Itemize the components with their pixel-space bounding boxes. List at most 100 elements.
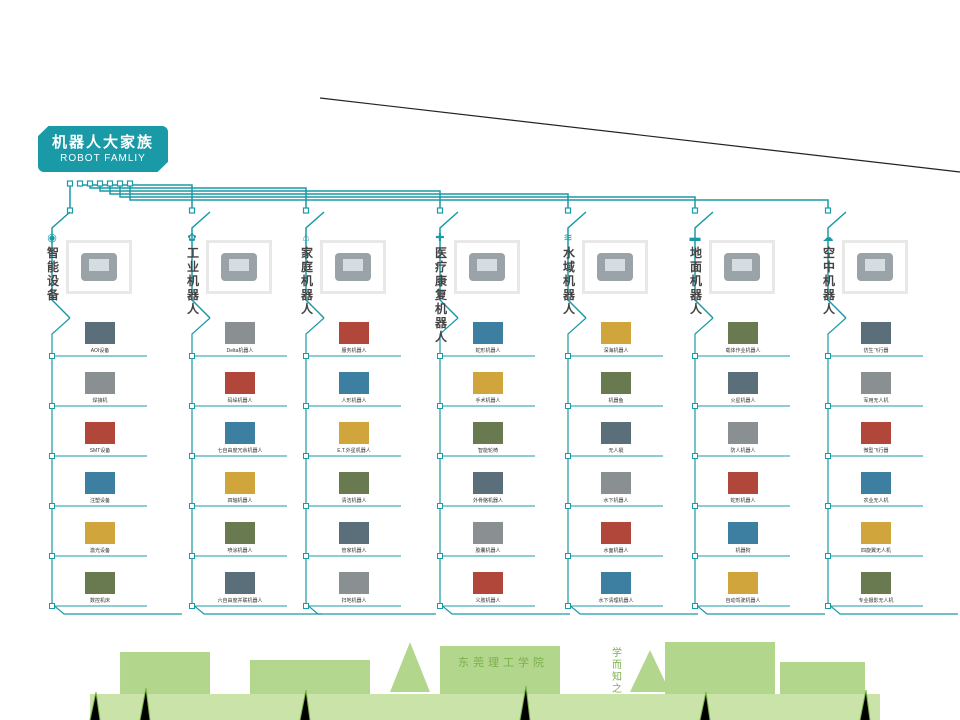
item-thumbnail-6-1 — [861, 372, 891, 394]
item-label-4-1: 机器鱼 — [608, 398, 624, 404]
item-node-1-3 — [189, 503, 195, 509]
item-label-3-0: 蛇形机器人 — [475, 348, 501, 354]
watermark-motto: 学而知之 — [612, 648, 622, 695]
bus-node-5 — [116, 180, 124, 187]
waves-icon: ≋ — [563, 232, 573, 244]
item-node-2-2 — [303, 453, 309, 459]
item-node-0-4 — [49, 553, 55, 559]
item-label-6-5: 专业摄影无人机 — [858, 598, 894, 604]
column-bracket-5 — [694, 211, 714, 319]
category-hero-image-2 — [320, 240, 386, 294]
item-thumbnail-2-0 — [339, 322, 369, 344]
category-hero-image-6 — [842, 240, 908, 294]
bus-line-2 — [89, 184, 307, 212]
item-thumbnail-5-1 — [728, 372, 758, 394]
item-thumbnail-0-2 — [85, 422, 115, 444]
item-thumbnail-4-3 — [601, 472, 631, 494]
item-thumbnail-4-2 — [601, 422, 631, 444]
category-label-5: 地面机器人 — [689, 246, 702, 316]
item-thumbnail-6-0 — [861, 322, 891, 344]
item-node-0-1 — [49, 403, 55, 409]
gear-icon: ✿ — [187, 232, 197, 244]
item-thumbnail-3-1 — [473, 372, 503, 394]
column-trunk-1 — [191, 317, 322, 615]
item-node-1-5 — [189, 603, 195, 609]
item-label-3-5: 义肢机器人 — [475, 598, 501, 604]
bus-node-3 — [96, 180, 104, 187]
category-label-4: 水域机器人 — [562, 246, 575, 316]
column-bracket-6 — [827, 211, 847, 319]
item-label-1-5: 六自由度并联机器人 — [217, 598, 263, 604]
item-label-1-1: 码垛机器人 — [227, 398, 253, 404]
item-thumbnail-6-2 — [861, 422, 891, 444]
item-label-3-4: 胶囊机器人 — [475, 548, 501, 554]
column-trunk-5 — [694, 317, 825, 615]
title-english: ROBOT FAMLIY — [60, 153, 146, 164]
item-node-1-0 — [189, 353, 195, 359]
item-thumbnail-0-5 — [85, 572, 115, 594]
item-label-0-0: AOI设备 — [90, 348, 110, 354]
item-label-6-0: 仿生飞行器 — [863, 348, 889, 354]
item-node-0-5 — [49, 603, 55, 609]
column-trunk-0 — [51, 317, 182, 615]
column-bracket-4 — [567, 211, 587, 319]
item-node-5-3 — [692, 503, 698, 509]
item-node-5-0 — [692, 353, 698, 359]
item-label-2-1: 人形机器人 — [341, 398, 367, 404]
item-thumbnail-6-5 — [861, 572, 891, 594]
item-thumbnail-5-3 — [728, 472, 758, 494]
item-thumbnail-4-5 — [601, 572, 631, 594]
item-thumbnail-2-3 — [339, 472, 369, 494]
category-label-2: 家庭机器人 — [300, 246, 313, 316]
item-node-4-3 — [565, 503, 571, 509]
column-node-5 — [691, 207, 699, 214]
item-label-0-1: 焊接机 — [92, 398, 108, 404]
item-thumbnail-2-1 — [339, 372, 369, 394]
column-trunk-4 — [567, 317, 698, 615]
item-thumbnail-2-2 — [339, 422, 369, 444]
item-thumbnail-5-4 — [728, 522, 758, 544]
item-node-5-4 — [692, 553, 698, 559]
item-label-0-3: 注塑设备 — [89, 498, 110, 504]
category-label-1: 工业机器人 — [186, 246, 199, 316]
item-node-0-2 — [49, 453, 55, 459]
item-thumbnail-3-2 — [473, 422, 503, 444]
item-label-5-4: 机器狗 — [735, 548, 751, 554]
bus-node-6 — [126, 180, 134, 187]
item-thumbnail-0-3 — [85, 472, 115, 494]
category-hero-image-3 — [454, 240, 520, 294]
item-node-3-2 — [437, 453, 443, 459]
item-node-2-4 — [303, 553, 309, 559]
bus-node-4 — [106, 180, 114, 187]
category-hero-image-4 — [582, 240, 648, 294]
item-node-5-5 — [692, 603, 698, 609]
item-label-3-3: 外骨骼机器人 — [472, 498, 503, 504]
item-node-2-5 — [303, 603, 309, 609]
item-thumbnail-5-5 — [728, 572, 758, 594]
item-node-1-2 — [189, 453, 195, 459]
bus-node-1 — [76, 180, 84, 187]
item-label-2-3: 清洁机器人 — [341, 498, 367, 504]
item-thumbnail-6-3 — [861, 472, 891, 494]
family-title-badge: 机器人大家族 ROBOT FAMLIY — [38, 126, 168, 172]
radio-icon: ◉ — [47, 232, 57, 244]
item-thumbnail-0-1 — [85, 372, 115, 394]
item-label-1-0: Delta机器人 — [226, 348, 254, 354]
home-icon: ⌂ — [302, 232, 310, 244]
item-thumbnail-3-4 — [473, 522, 503, 544]
item-label-2-5: 扫地机器人 — [341, 598, 367, 604]
column-node-3 — [436, 207, 444, 214]
campus-skyline-banner — [89, 642, 880, 720]
item-node-6-4 — [825, 553, 831, 559]
decor-diagonal-line — [319, 97, 960, 173]
item-label-6-4: 四旋翼无人机 — [860, 548, 891, 554]
column-trunk-2 — [305, 317, 436, 615]
item-node-0-3 — [49, 503, 55, 509]
item-label-6-2: 微型飞行器 — [863, 448, 889, 454]
item-node-4-1 — [565, 403, 571, 409]
item-label-0-2: SMT设备 — [89, 448, 111, 454]
watermark-school-name: 东莞理工学院 — [458, 657, 548, 669]
category-label-6: 空中机器人 — [822, 246, 835, 316]
item-node-6-2 — [825, 453, 831, 459]
item-label-5-2: 防人机器人 — [730, 448, 756, 454]
